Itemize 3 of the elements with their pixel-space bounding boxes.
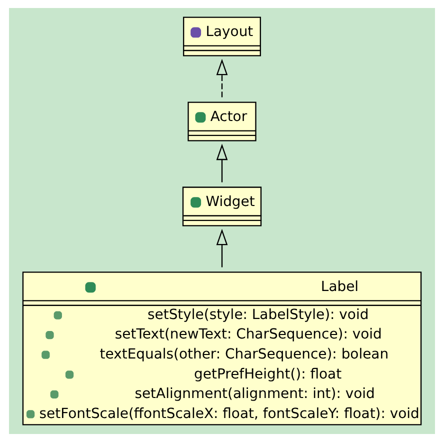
arrow xyxy=(216,228,228,268)
arrow xyxy=(216,144,228,182)
arrow xyxy=(216,58,228,98)
